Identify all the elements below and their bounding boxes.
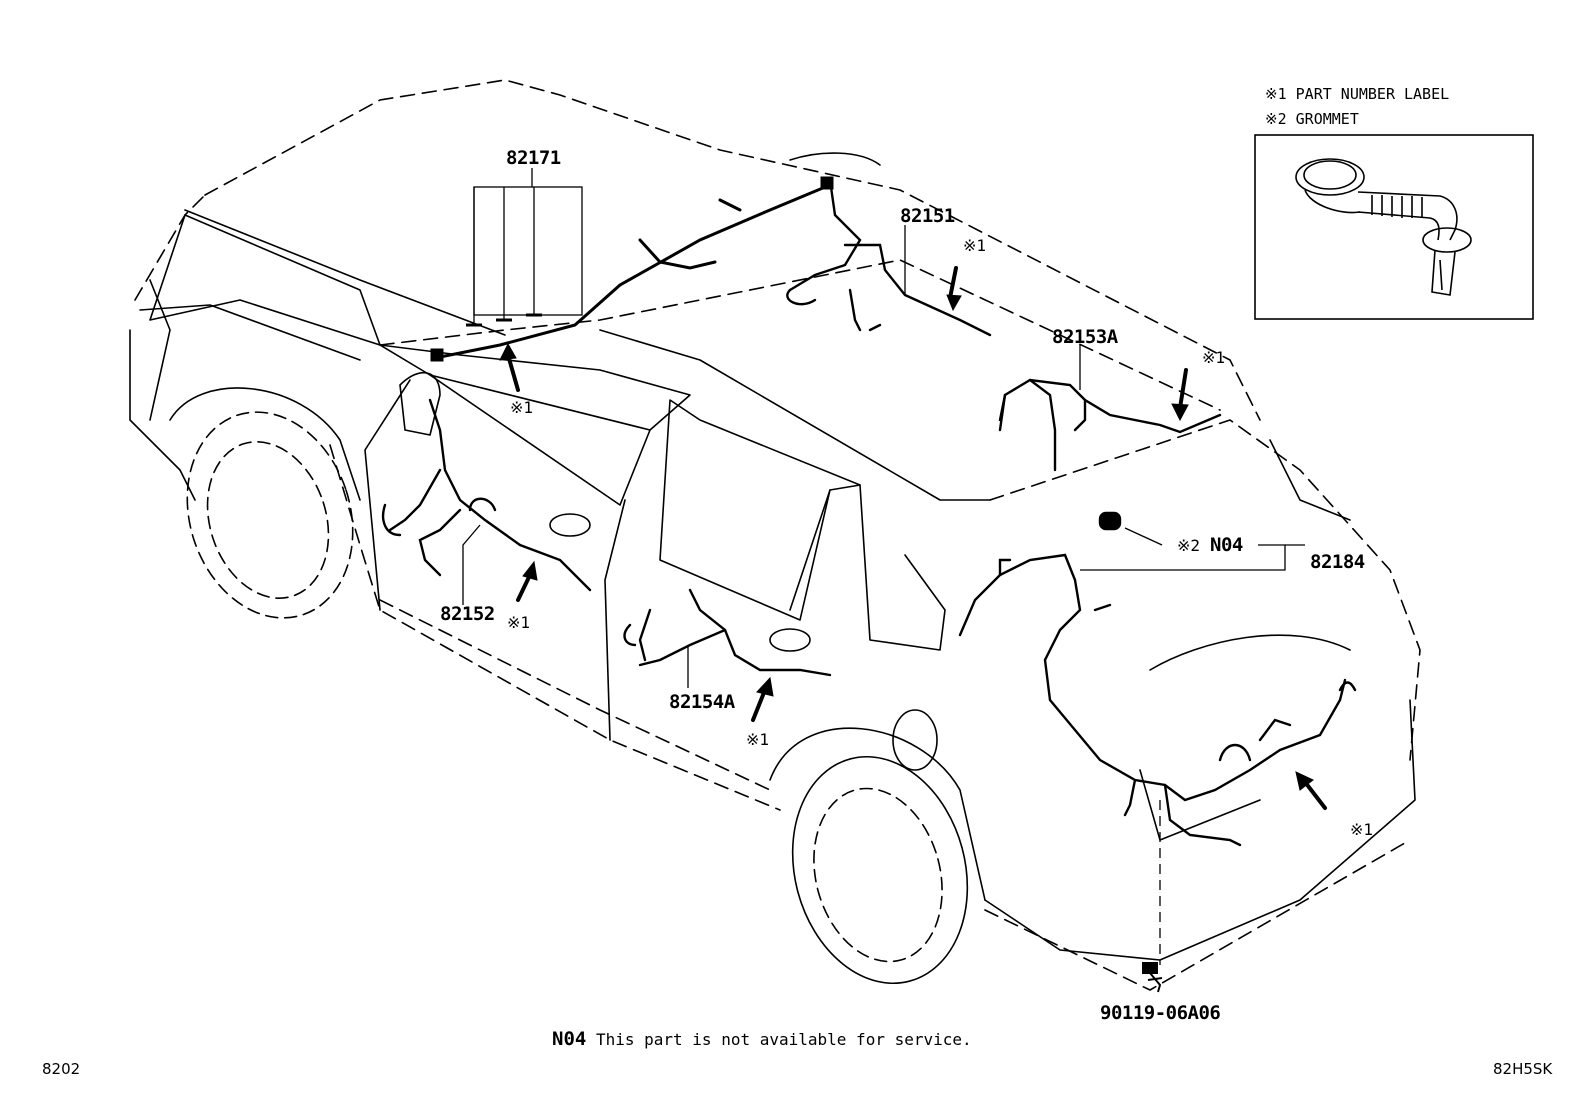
mark-grommet-N04: ※2	[1177, 536, 1201, 555]
mark-label-82154A: ※1	[746, 730, 770, 749]
arrow-82171	[506, 353, 520, 392]
service-note: N04 This part is not available for servi…	[552, 1030, 972, 1049]
legend-item-grommet: ※2 GROMMET	[1265, 110, 1359, 128]
part-label-N04: N04	[1210, 534, 1243, 556]
service-note-code: N04	[552, 1028, 587, 1050]
grommet-icon	[1295, 158, 1472, 296]
harness-82184	[958, 511, 1357, 847]
arrow-82153A	[1178, 368, 1188, 410]
harness-82152	[381, 398, 592, 592]
part-label-82153A: 82153A	[1052, 326, 1118, 348]
mark-label-82171: ※1	[510, 398, 534, 417]
mark-label-82151: ※1	[963, 236, 987, 255]
harness-82151	[786, 178, 992, 337]
arrow-82154A	[751, 688, 767, 722]
bolt-icon	[1142, 962, 1163, 993]
legend-item-part-number-label: ※1 PART NUMBER LABEL	[1265, 85, 1450, 103]
service-note-text: This part is not available for service.	[595, 1030, 972, 1049]
arrow-82151	[948, 266, 958, 300]
harness-82154A	[623, 588, 832, 677]
part-label-82171: 82171	[506, 147, 561, 169]
mark-label-82152: ※1	[507, 613, 531, 632]
part-label-82184: 82184	[1310, 551, 1365, 573]
harness-82153A	[998, 378, 1222, 472]
mark-label-82184: ※1	[1350, 820, 1374, 839]
part-label-82152: 82152	[440, 603, 495, 625]
vehicle-outline	[129, 79, 1421, 991]
part-label-82154A: 82154A	[669, 691, 735, 713]
arrow-82152	[516, 573, 532, 602]
arrow-82184	[1303, 780, 1327, 810]
mark-label-82153A: ※1	[1202, 348, 1226, 367]
harness-82171	[430, 176, 834, 362]
callout-arrows	[499, 266, 1327, 810]
leader-lines	[462, 168, 1305, 965]
footer-illustration-code: 82H5SK	[1493, 1060, 1553, 1078]
legend-box	[1254, 134, 1534, 320]
part-label-90119-06A06: 90119-06A06	[1100, 1002, 1221, 1024]
footer-section-code: 8202	[42, 1060, 81, 1078]
part-label-82151: 82151	[900, 205, 955, 227]
